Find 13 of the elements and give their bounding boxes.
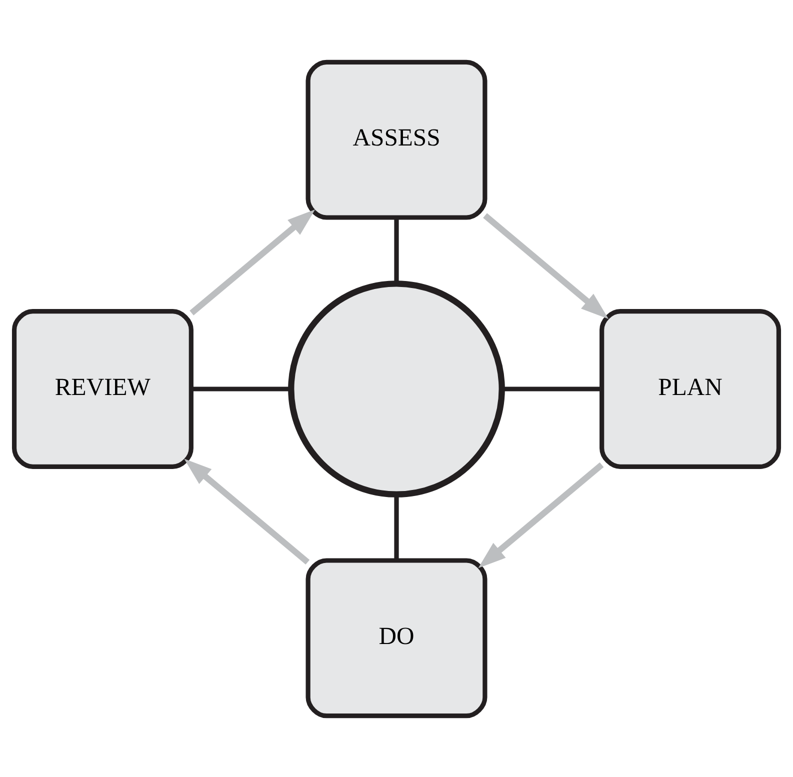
arrow: [478, 462, 604, 568]
node-box: PLAN: [600, 308, 782, 468]
node-box: REVIEW: [12, 308, 194, 468]
node-box: ASSESS: [306, 59, 488, 220]
node-circle: [288, 280, 505, 497]
arrow: [184, 458, 310, 564]
connector: [502, 386, 602, 391]
connector: [394, 494, 399, 560]
connector: [394, 217, 399, 283]
arrow: [190, 209, 316, 315]
node-box: DO: [306, 558, 488, 718]
connector: [192, 386, 291, 391]
arrow: [483, 212, 609, 318]
